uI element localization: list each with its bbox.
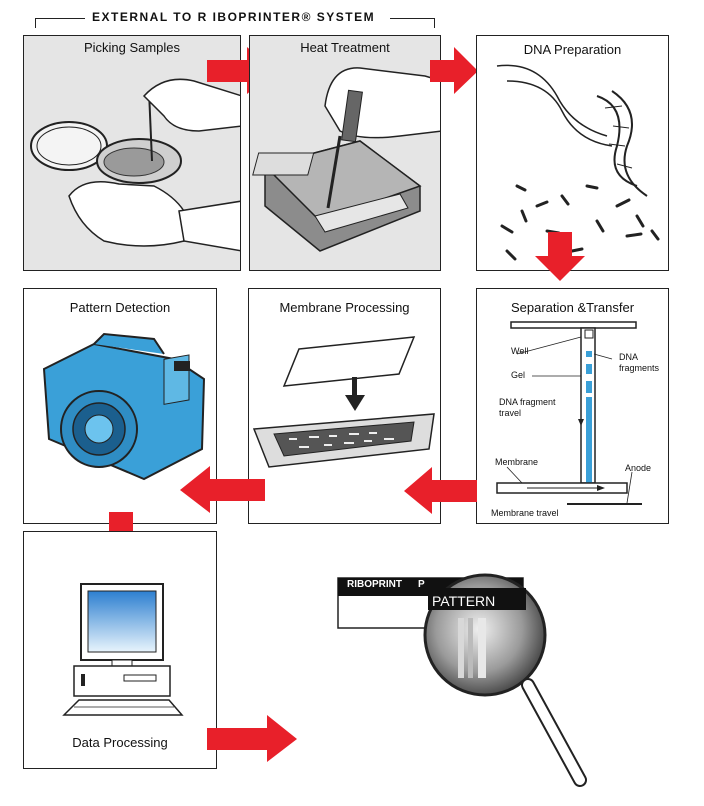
flow-arrow-right-3	[207, 715, 297, 762]
flow-arrow-left-1	[404, 467, 477, 514]
magnifier-handle-inner	[523, 680, 585, 785]
label-membrane: Membrane	[495, 457, 539, 467]
label-membrane-travel: Membrane travel	[491, 508, 559, 518]
flow-arrow-left-2	[180, 466, 265, 513]
label-fragment-travel-1: DNA fragment	[499, 397, 556, 407]
pattern-band-3	[478, 618, 486, 678]
label-well: Well	[511, 346, 529, 356]
panel-label-pattern: Pattern Detection	[69, 300, 171, 315]
panel-pattern-detection: Pattern Detection	[23, 288, 217, 524]
lens-text: PATTERN	[432, 593, 496, 609]
header-rule-tick-right	[434, 18, 435, 28]
camera-illustration	[42, 332, 206, 481]
membrane-illustration	[252, 336, 435, 468]
label-anode: Anode	[625, 463, 652, 473]
panel-membrane-processing: Membrane Processing	[248, 288, 441, 524]
header-rule-left	[35, 18, 85, 19]
computer-illustration	[62, 583, 184, 716]
dna-illustration	[496, 64, 660, 261]
header-rule-tick-left	[35, 18, 36, 28]
panel-data-processing: Data Processing	[23, 531, 217, 769]
label-dna-fragments-2: fragments	[619, 363, 660, 373]
header-title: EXTERNAL TO R IBOPRINTER® SYSTEM	[92, 10, 376, 24]
label-dna-fragments-1: DNA	[619, 352, 639, 362]
magnifier-scene	[337, 573, 587, 787]
label-fragment-travel-2: travel	[499, 408, 522, 418]
lens-header-band	[428, 588, 526, 610]
flow-arrow-down-1	[535, 232, 585, 281]
label-gel: Gel	[511, 370, 526, 380]
panel-label-membrane: Membrane Processing	[279, 300, 410, 315]
panel-label-data: Data Processing	[72, 735, 168, 750]
panel-label-heat: Heat Treatment	[300, 40, 390, 55]
separation-diagram	[496, 321, 642, 505]
panel-separation-transfer: Separation &Transfer Well Gel DNA fragme…	[476, 288, 669, 524]
panel-dna-preparation: DNA Preparation	[476, 35, 669, 271]
system-header: EXTERNAL TO R IBOPRINTER® SYSTEM	[0, 8, 460, 30]
card-title: RIBOPRINT	[347, 579, 402, 590]
picking-illustration	[30, 78, 240, 252]
pattern-band-1	[458, 618, 464, 678]
panel-label-picking: Picking Samples	[83, 40, 181, 55]
panel-heat-treatment: Heat Treatment	[249, 35, 441, 271]
card-tail: P	[418, 579, 425, 590]
panel-label-dna: DNA Preparation	[523, 42, 622, 57]
pattern-band-2	[468, 618, 473, 678]
heat-illustration	[252, 67, 440, 252]
flow-arrow-right-2	[430, 47, 478, 94]
header-rule-right	[390, 18, 435, 19]
panel-label-separation: Separation &Transfer	[510, 300, 635, 315]
panel-picking-samples: Picking Samples	[23, 35, 241, 271]
